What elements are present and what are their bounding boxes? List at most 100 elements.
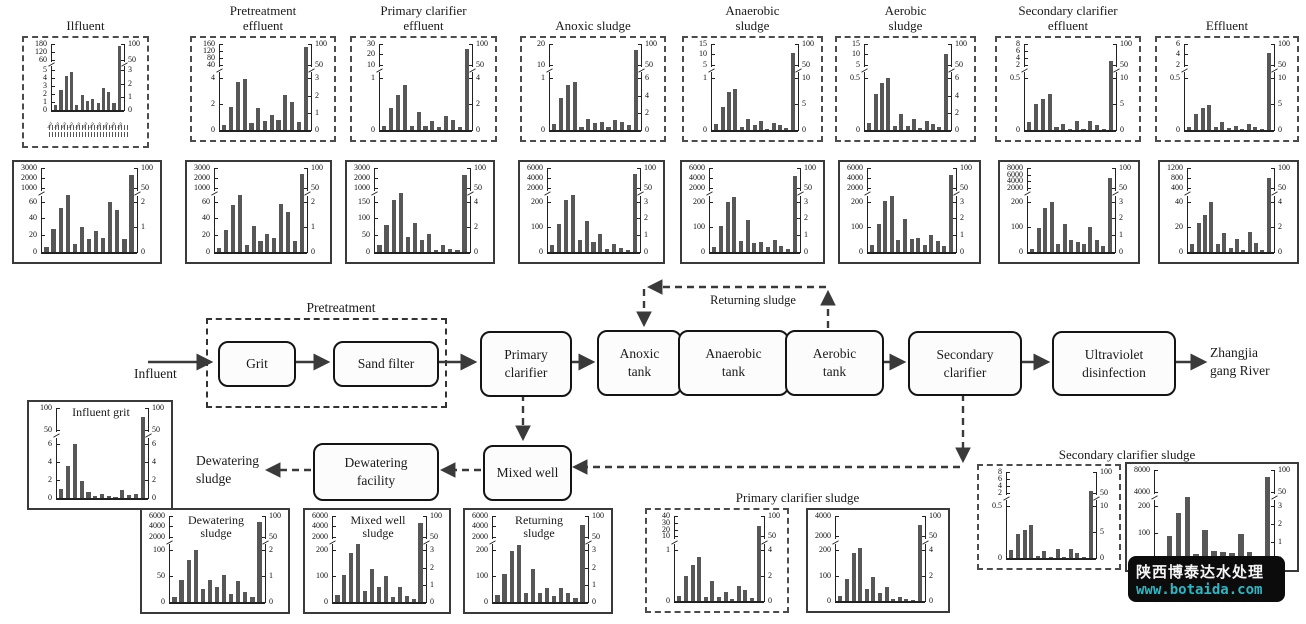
tick-mark [374, 235, 378, 237]
left-axis [214, 168, 215, 191]
bar [1056, 243, 1061, 252]
bar [1009, 550, 1014, 558]
left-axis-tick: 1000 [354, 183, 370, 193]
pretreatment-label: Pretreatment [306, 300, 376, 315]
bar [911, 600, 916, 601]
bar [758, 121, 763, 130]
right-axis [798, 44, 799, 68]
bar [572, 81, 577, 130]
right-axis-tick: 100 [955, 39, 967, 48]
right-axis-tick: 5 [1100, 527, 1104, 537]
left-axis-tick: 4000 [149, 521, 165, 531]
left-axis-tick: 2 [998, 487, 1002, 497]
bar [710, 580, 715, 601]
right-axis-tick: 100 [1278, 39, 1290, 48]
bar [880, 82, 884, 130]
flow-box-label: Grit [246, 356, 268, 372]
bar [1095, 124, 1100, 130]
left-axis-tick: 4 [48, 457, 52, 466]
bar [1027, 122, 1032, 130]
bar [242, 79, 247, 130]
right-axis [472, 44, 473, 68]
tick-mark [1112, 235, 1116, 237]
right-axis-tick: 2 [269, 545, 273, 555]
bar [256, 107, 261, 130]
left-axis-tick: 6000 [1007, 169, 1023, 179]
bar [577, 240, 582, 252]
tick-mark [374, 252, 378, 253]
right-axis-tick: 4 [645, 90, 649, 100]
right-axis-tick: 4 [768, 545, 772, 554]
tick-mark [1271, 104, 1275, 106]
right-axis-tick: 2 [1278, 519, 1282, 528]
bar [917, 524, 922, 601]
tick-mark [145, 498, 149, 499]
right-axis-tick: 1 [311, 221, 315, 231]
right-axis-tick: 100 [128, 39, 140, 48]
right-axis [1274, 72, 1275, 131]
tick-mark [134, 168, 138, 169]
bar [299, 173, 304, 252]
left-axis-tick: 4000 [847, 173, 863, 183]
flow-box-label: Aerobic [812, 346, 857, 362]
tick-mark [867, 178, 871, 180]
right-axis-tick: 1 [128, 91, 132, 101]
tick-mark [423, 536, 427, 538]
tick-mark [948, 112, 952, 114]
right-axis-tick: 100 [269, 511, 281, 520]
right-axis-tick: 5 [802, 99, 806, 109]
left-axis [709, 195, 710, 253]
tick-mark [219, 57, 223, 59]
bar [58, 208, 63, 252]
right-axis-tick: 50 [804, 183, 812, 193]
right-axis-tick: 3 [315, 73, 319, 83]
watermark-url[interactable]: www.botaida.com [1136, 581, 1263, 598]
bar [249, 123, 254, 130]
right-axis-tick: 100 [315, 39, 327, 48]
right-axis-tick: 1 [960, 230, 964, 240]
left-axis-tick: 0 [666, 596, 670, 605]
flow-box-label: clarifier [504, 365, 548, 380]
bar [1042, 551, 1047, 558]
tick-mark [638, 44, 642, 45]
tick-mark [134, 188, 138, 190]
right-axis-tick: 2 [955, 107, 959, 117]
bar [1055, 549, 1060, 558]
left-axis-tick: 1 [43, 97, 47, 107]
left-axis [674, 544, 675, 602]
bar [79, 226, 85, 252]
tick-mark [674, 536, 678, 538]
left-axis-tick: 40 [1175, 196, 1183, 206]
left-axis-tick: 4000 [472, 521, 488, 531]
bar [778, 124, 783, 130]
x-axis [709, 252, 800, 254]
right-axis-tick: 100 [645, 39, 657, 48]
left-axis-tick: 3 [43, 81, 47, 91]
left-axis-tick: 0 [827, 596, 831, 605]
tick-mark [169, 536, 173, 538]
right-axis-tick: 2 [1119, 213, 1123, 223]
bar [127, 495, 132, 498]
left-axis-tick: 8000 [1134, 465, 1150, 474]
bar [75, 105, 79, 110]
watermark: 陕西博泰达水处理 www.botaida.com [1128, 556, 1285, 602]
x-axis [332, 602, 426, 604]
bar [1260, 250, 1265, 252]
bar [559, 588, 564, 602]
right-axis-tick: 100 [804, 163, 816, 172]
bar [1074, 121, 1079, 130]
flow-box-label: disinfection [1082, 364, 1146, 380]
tick-mark [219, 50, 223, 52]
flow-box-label: facility [356, 473, 396, 488]
tick-mark [674, 522, 678, 524]
river-label-line2: gang River [1210, 363, 1270, 379]
primary-clarifier-sludge-title: Primary clarifier sludge [735, 490, 860, 505]
tick-mark [374, 168, 378, 169]
right-axis-tick: 10 [1120, 73, 1128, 83]
tick-mark [262, 576, 266, 578]
